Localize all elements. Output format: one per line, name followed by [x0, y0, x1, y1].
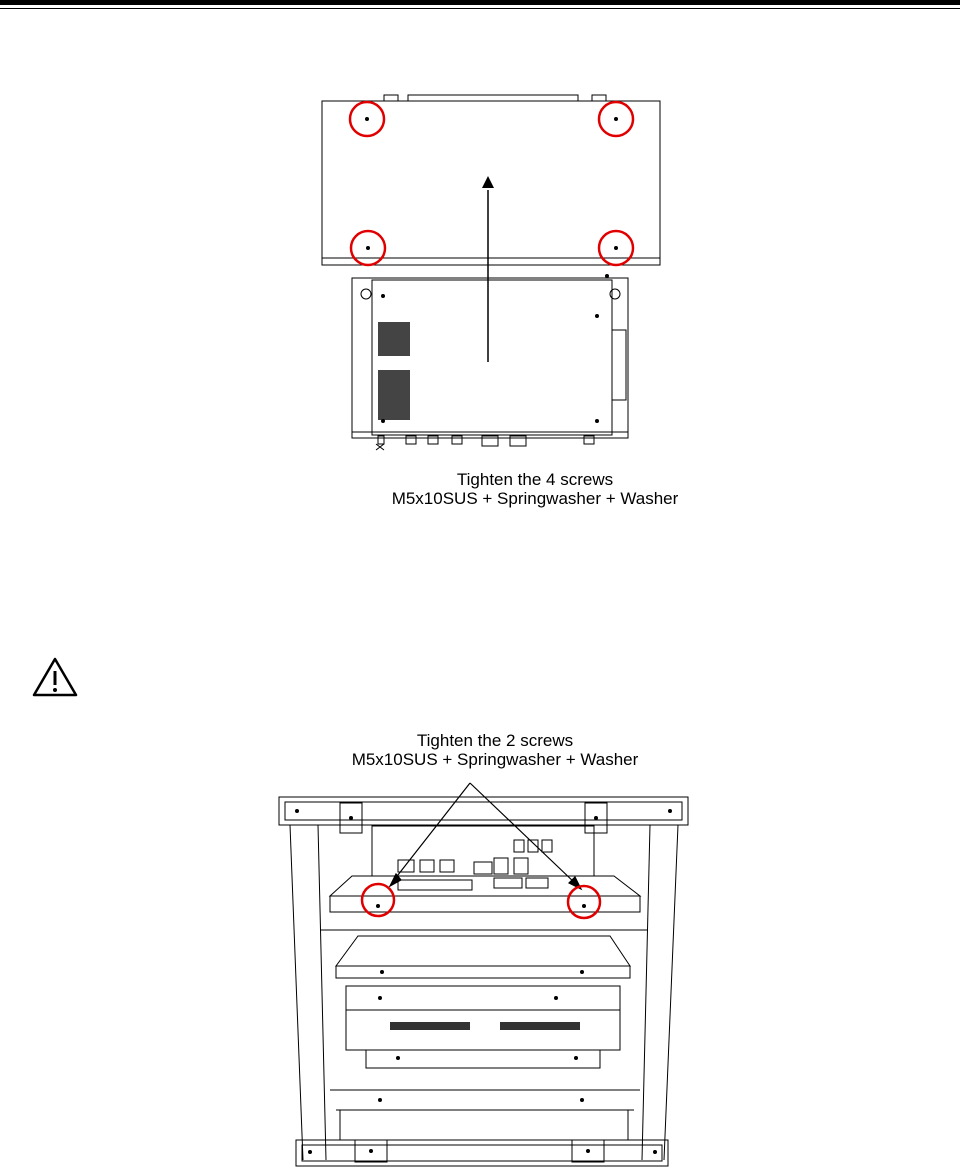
- pointer-arrows: [390, 783, 581, 889]
- rack-frame: [279, 797, 688, 1166]
- heatsink-fins: [390, 1022, 580, 1030]
- rack-control-unit: [372, 826, 594, 890]
